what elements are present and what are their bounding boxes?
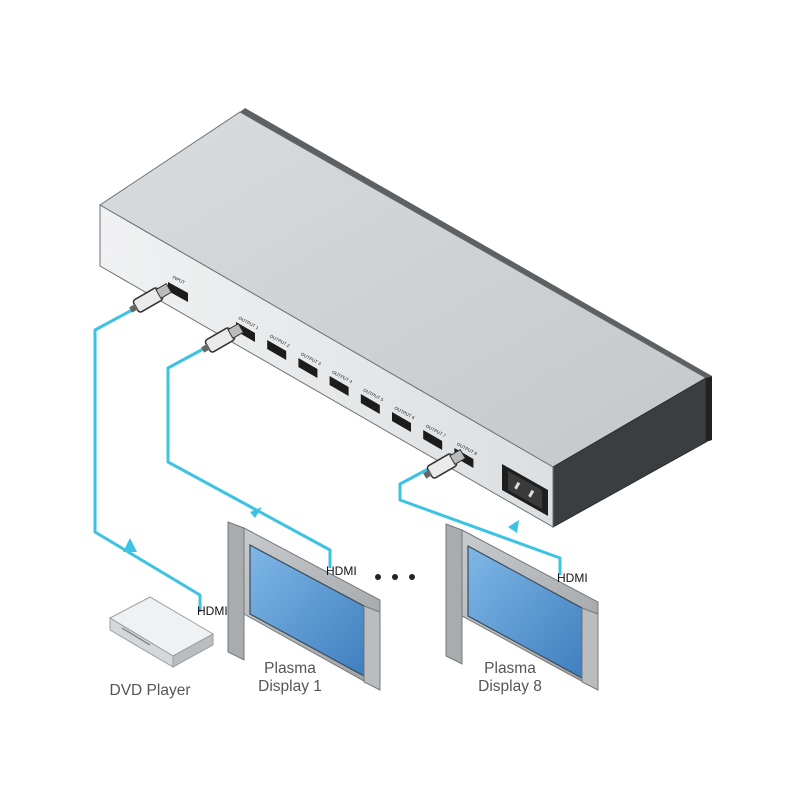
hdmi-port-icon — [298, 358, 318, 378]
dot — [375, 574, 381, 580]
input-port-label: INPUT — [172, 274, 186, 285]
hdmi-port-icon — [267, 340, 287, 360]
display1-label-line1: Plasma — [264, 660, 316, 677]
hdmi-port-icon — [423, 430, 443, 450]
hdmi-port-icon — [360, 394, 380, 414]
display1-label-line2: Display 1 — [258, 678, 322, 695]
dot — [392, 574, 398, 580]
hdmi-plug-input — [129, 282, 172, 313]
cables — [93, 308, 562, 612]
plasma-display-1 — [227, 521, 381, 691]
dot — [409, 574, 415, 580]
chassis-rim — [240, 108, 712, 378]
arrow-icon — [123, 538, 137, 552]
display8-cable — [398, 466, 562, 575]
dvd-cable — [93, 308, 202, 612]
display1-cable-label: HDMI — [326, 564, 357, 578]
display1-cable — [166, 346, 332, 568]
display8-label-line2: Display 8 — [478, 678, 542, 695]
cable-arrows — [123, 507, 519, 552]
arrow-icon — [250, 507, 262, 518]
dvd-player — [108, 596, 215, 668]
arrow-icon — [508, 520, 519, 533]
display8-cable-label: HDMI — [557, 571, 588, 585]
plasma-display-8 — [445, 523, 599, 691]
display8-label-line1: Plasma — [484, 660, 536, 677]
hdmi-plug-output1 — [201, 322, 244, 353]
dvd-cable-label: HDMI — [197, 604, 228, 618]
display1-label: Plasma Display 1 — [245, 660, 335, 696]
hdmi-port-icon — [392, 412, 411, 432]
dvd-player-label: DVD Player — [109, 682, 191, 699]
more-displays-ellipsis — [375, 574, 415, 580]
display8-label: Plasma Display 8 — [465, 660, 555, 696]
input-port: INPUT — [168, 274, 188, 302]
hdmi-plug-output8 — [423, 448, 466, 479]
hdmi-port-icon — [329, 376, 349, 396]
power-socket — [502, 464, 548, 516]
